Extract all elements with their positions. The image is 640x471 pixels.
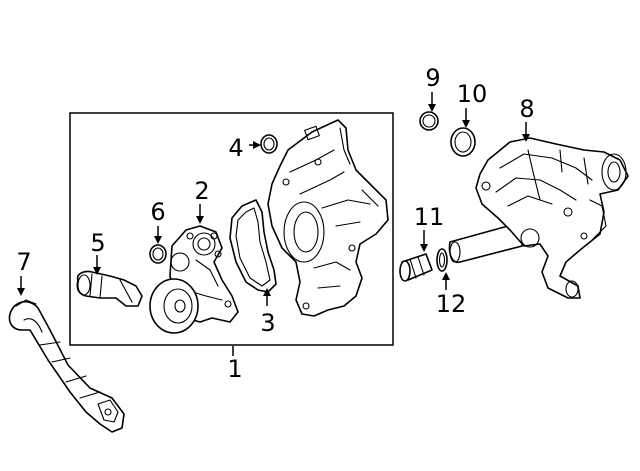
callout-labels: 1 2 3 4 5 6 7 8 9 10 11 12 [16, 64, 534, 383]
part-5-connector [76, 270, 143, 307]
callout-8: 8 [519, 95, 534, 123]
callout-6: 6 [150, 198, 165, 226]
part-1-pump-housing [267, 119, 389, 317]
callout-10: 10 [457, 80, 488, 108]
part-3-gasket [229, 199, 277, 293]
part-8-thermostat-housing [448, 137, 629, 299]
callout-11: 11 [414, 203, 445, 231]
callout-5: 5 [90, 229, 105, 257]
callout-4: 4 [228, 134, 243, 162]
part-10-o-ring [450, 127, 476, 157]
part-4-o-ring [260, 134, 278, 154]
callout-9: 9 [425, 64, 440, 92]
callout-leaders [17, 92, 530, 356]
part-9-o-ring [419, 111, 439, 131]
callout-2: 2 [194, 177, 209, 205]
part-2-water-pump [149, 225, 239, 334]
callout-12: 12 [436, 290, 467, 318]
part-6-o-ring [149, 244, 167, 264]
callout-3: 3 [260, 309, 275, 337]
part-12-o-ring [436, 248, 448, 272]
callout-7: 7 [16, 248, 31, 276]
part-7-coolant-pipe [8, 299, 125, 433]
callout-1: 1 [227, 355, 242, 383]
part-11-connector [399, 253, 433, 282]
